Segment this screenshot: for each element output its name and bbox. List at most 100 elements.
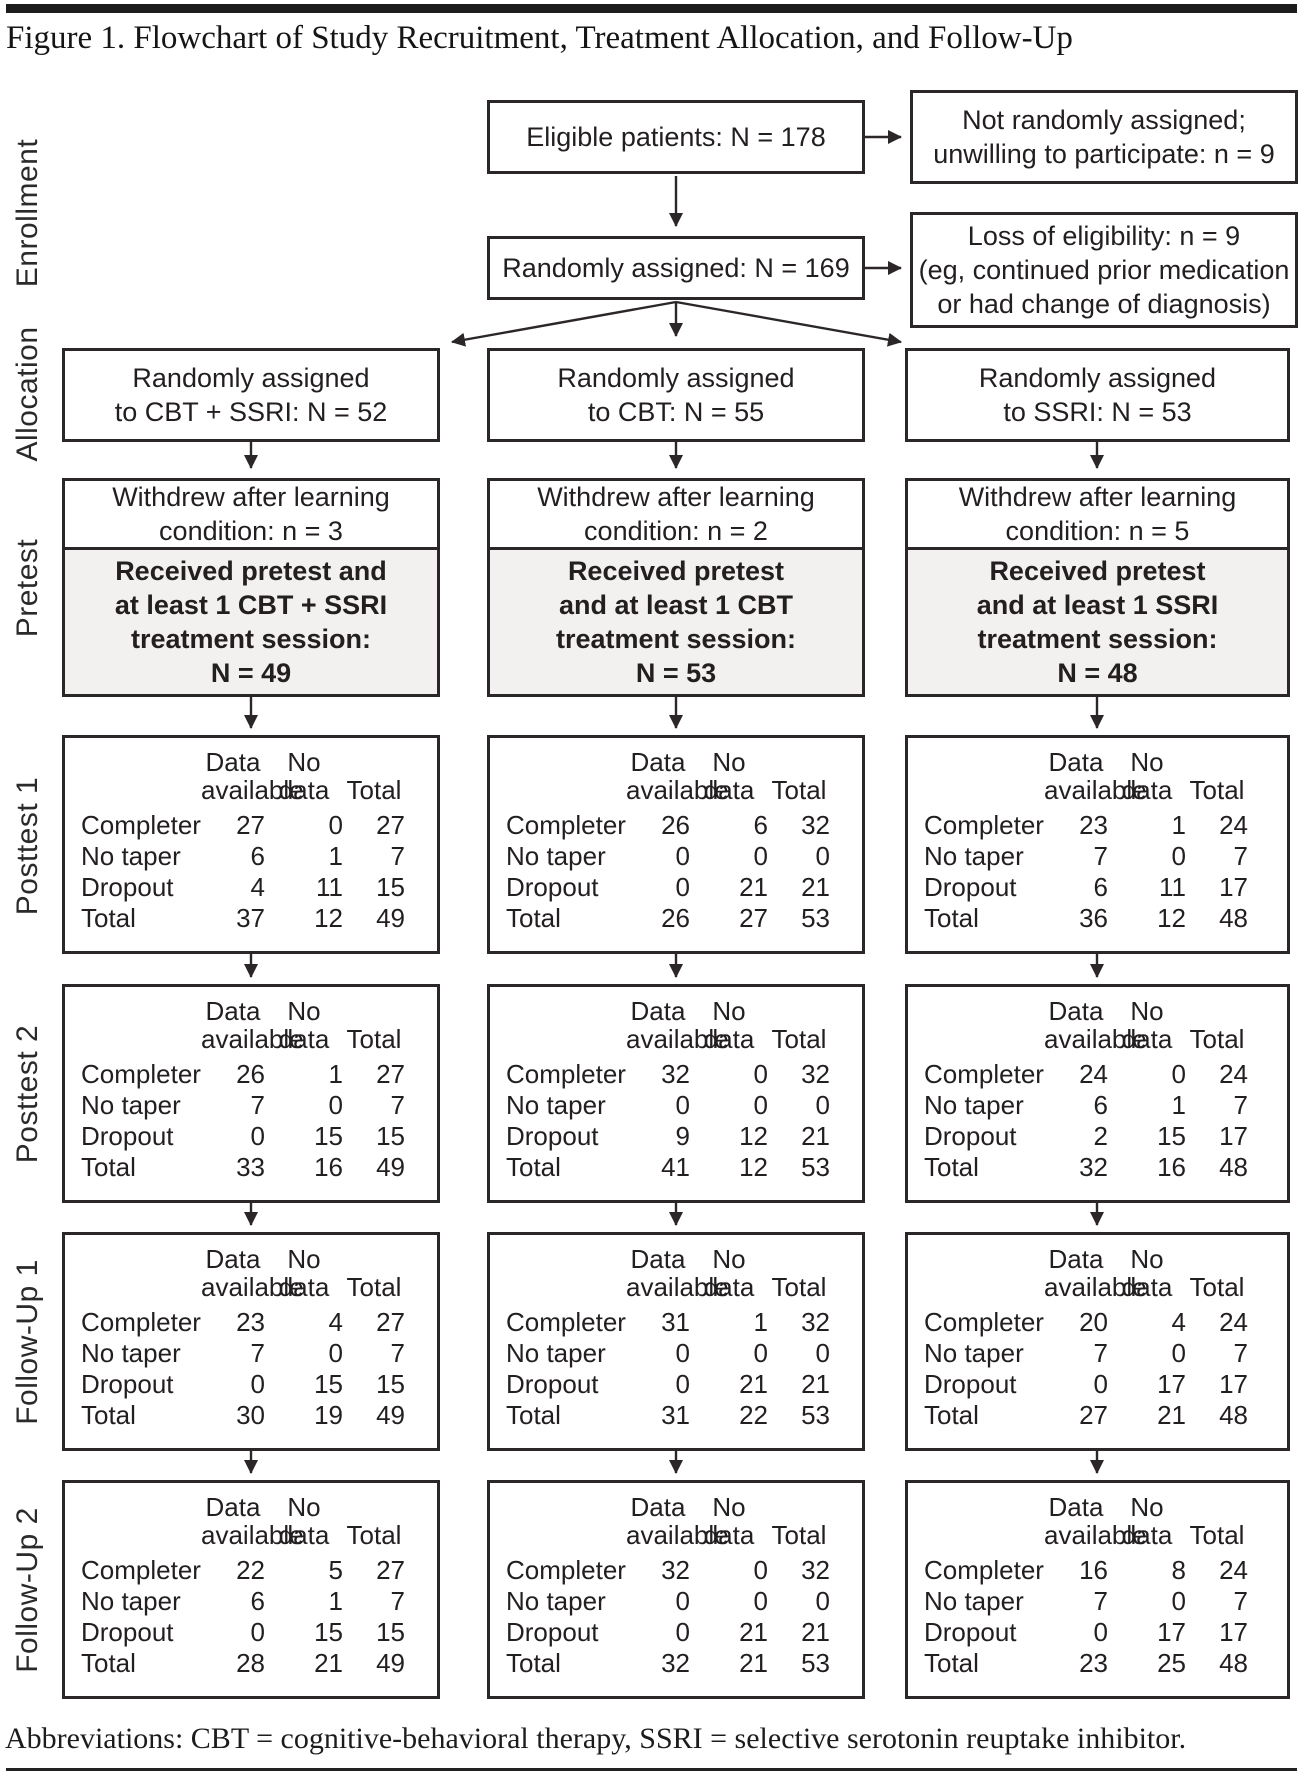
- table-cell: 16: [314, 1152, 343, 1182]
- table-cell: 6: [753, 810, 768, 840]
- row-label: No taper: [506, 1090, 606, 1120]
- table-cell: 23: [1079, 1648, 1108, 1678]
- table-cell: 7: [390, 841, 405, 871]
- table-cell: 22: [739, 1400, 768, 1430]
- table-cell: 48: [1219, 1400, 1248, 1430]
- table-cell: 53: [801, 1648, 830, 1678]
- row-label: Completer: [506, 810, 626, 840]
- table-header-no-data: No data: [1121, 1492, 1173, 1550]
- table-cell: 48: [1219, 1648, 1248, 1678]
- table-cell: 0: [815, 1338, 830, 1368]
- table-cell: 21: [739, 1369, 768, 1399]
- table-cell: 0: [675, 1338, 690, 1368]
- table-cell: 0: [1171, 1338, 1186, 1368]
- table-cell: 2: [1093, 1121, 1108, 1151]
- table-cell: 11: [1159, 872, 1186, 902]
- table-cell: 32: [661, 1648, 690, 1678]
- table-cell: 26: [661, 810, 690, 840]
- table-cell: 19: [314, 1400, 343, 1430]
- row-label: Dropout: [506, 872, 599, 902]
- table-cell: 15: [1157, 1121, 1186, 1151]
- table-cell: 0: [815, 1090, 830, 1120]
- row-label: No taper: [924, 841, 1024, 871]
- table-cell: 21: [739, 1648, 768, 1678]
- row-label: No taper: [81, 1586, 181, 1616]
- row-label: Dropout: [81, 1121, 174, 1151]
- row-label: Completer: [924, 1059, 1044, 1089]
- stage-label-posttest-1: Posttest 1: [11, 776, 44, 916]
- table-cell: 32: [801, 810, 830, 840]
- row-label: Completer: [81, 1059, 201, 1089]
- table-cell: 25: [1157, 1648, 1186, 1678]
- table-cell: 17: [1219, 1369, 1248, 1399]
- table-cell: 26: [661, 903, 690, 933]
- received-pretest-box-ssri: Received pretest and at least 1 SSRI tre…: [905, 547, 1290, 697]
- table-cell: 4: [250, 872, 265, 902]
- table-header-data-available: Data available: [626, 1492, 729, 1550]
- table-cell: 21: [801, 872, 830, 902]
- row-label: Dropout: [81, 1369, 174, 1399]
- table-header-total: Total: [346, 775, 402, 805]
- table-cell: 26: [236, 1059, 265, 1089]
- table-cell: 12: [314, 903, 343, 933]
- table-cell: 0: [675, 1586, 690, 1616]
- row-label: Dropout: [924, 1121, 1017, 1151]
- stage-label-allocation: Allocation: [11, 326, 44, 462]
- row-label: Total: [506, 1648, 561, 1678]
- row-label: Completer: [81, 810, 201, 840]
- table-header-no-data: No data: [278, 747, 330, 805]
- table-cell: 0: [815, 1586, 830, 1616]
- row-label: Dropout: [924, 1369, 1017, 1399]
- row-label: Total: [506, 903, 561, 933]
- table-cell: 24: [1079, 1059, 1108, 1089]
- table-cell: 48: [1219, 903, 1248, 933]
- table-header-no-data: No data: [278, 1492, 330, 1550]
- table-cell: 0: [1171, 1586, 1186, 1616]
- table-cell: 17: [1219, 1617, 1248, 1647]
- table-header-total: Total: [771, 775, 827, 805]
- table-cell: 0: [675, 1617, 690, 1647]
- row-label: No taper: [81, 1338, 181, 1368]
- table-cell: 15: [376, 1369, 405, 1399]
- table-header-total: Total: [1189, 1520, 1245, 1550]
- table-cell: 6: [250, 841, 265, 871]
- allocation-box-cbt-ssri: Randomly assigned to CBT + SSRI: N = 52: [62, 348, 440, 442]
- table-cell: 17: [1157, 1369, 1186, 1399]
- table-header-data-available: Data available: [1044, 1244, 1147, 1302]
- table-header-total: Total: [1189, 1024, 1245, 1054]
- table-cell: 0: [675, 872, 690, 902]
- table-cell: 32: [661, 1555, 690, 1585]
- row-label: Completer: [506, 1555, 626, 1585]
- table-cell: 32: [801, 1307, 830, 1337]
- row-label: Dropout: [924, 1617, 1017, 1647]
- table-cell: 0: [753, 1059, 768, 1089]
- table-cell: 7: [1093, 841, 1108, 871]
- table-cell: 27: [376, 1059, 405, 1089]
- row-label: Completer: [924, 810, 1044, 840]
- row-label: Completer: [924, 1555, 1044, 1585]
- row-label: Dropout: [506, 1617, 599, 1647]
- table-cell: 37: [236, 903, 265, 933]
- table-cell: 24: [1219, 1555, 1248, 1585]
- table-cell: 0: [250, 1369, 265, 1399]
- table-cell: 49: [376, 903, 405, 933]
- table-cell: 4: [1171, 1307, 1186, 1337]
- table-cell: 31: [661, 1400, 690, 1430]
- table-cell: 16: [1079, 1555, 1108, 1585]
- table-header-total: Total: [1189, 1272, 1245, 1302]
- row-label: No taper: [506, 1586, 606, 1616]
- eligible-patients-box: Eligible patients: N = 178: [487, 100, 865, 174]
- table-cell: 27: [376, 810, 405, 840]
- row-label: No taper: [81, 841, 181, 871]
- table-cell: 7: [250, 1090, 265, 1120]
- table-cell: 27: [236, 810, 265, 840]
- table-cell: 32: [801, 1555, 830, 1585]
- row-label: Total: [81, 1400, 136, 1430]
- table-cell: 6: [1093, 1090, 1108, 1120]
- table-cell: 0: [1171, 1059, 1186, 1089]
- table-header-no-data: No data: [703, 996, 755, 1054]
